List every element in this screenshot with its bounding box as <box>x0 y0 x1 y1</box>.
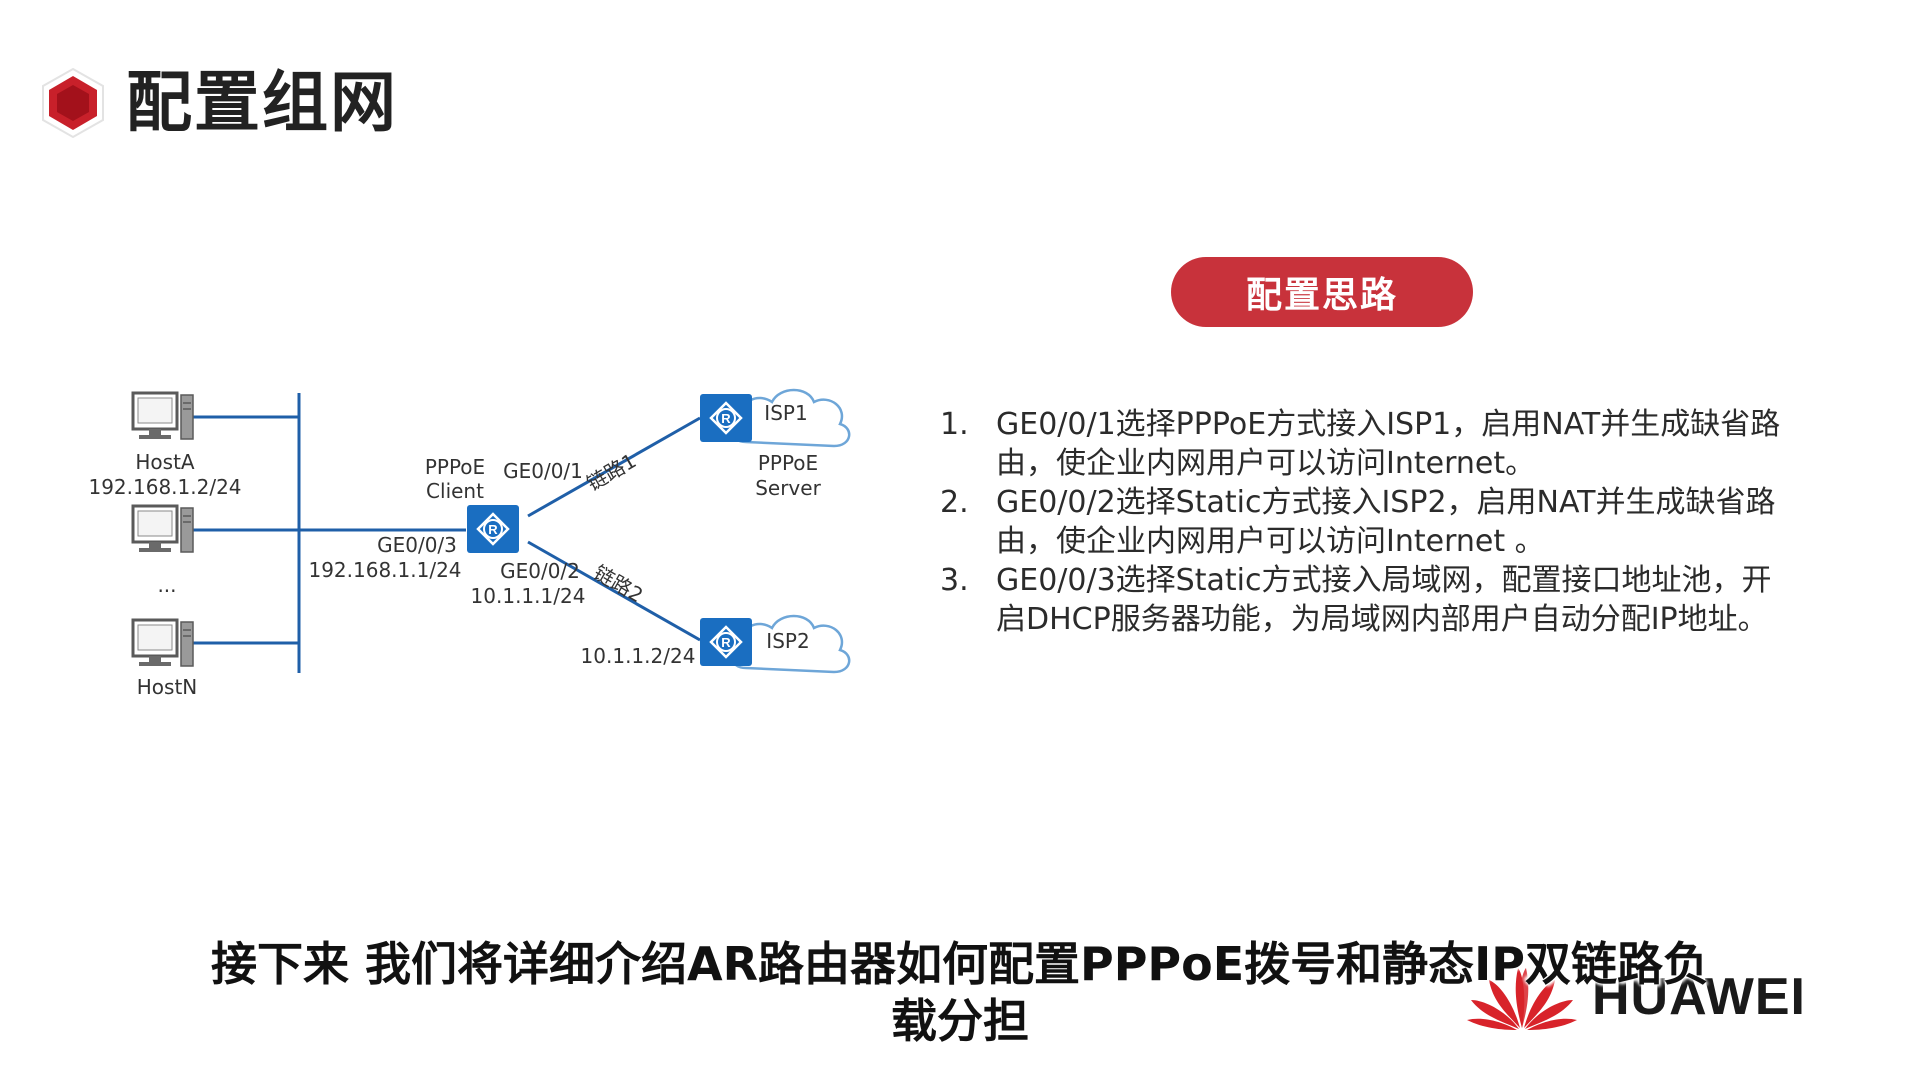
huawei-logo-icon <box>1467 968 1577 1030</box>
host-ellipsis: ... <box>157 573 176 597</box>
huawei-brand: HUAWEI <box>1465 962 1806 1032</box>
step-number: 2. <box>940 485 969 520</box>
config-step-3: 3. GE0/0/3选择Static方式接入局域网，配置接口地址池，开 启DHC… <box>940 561 1840 639</box>
config-step-2: 2. GE0/0/2选择Static方式接入ISP2，启用NAT并生成缺省路 由… <box>940 483 1840 561</box>
host-a-label: HostA <box>135 450 195 474</box>
isp2-ip-label: 10.1.1.2/24 <box>581 644 696 668</box>
config-steps-list: 1. GE0/0/1选择PPPoE方式接入ISP1，启用NAT并生成缺省路 由，… <box>940 405 1840 639</box>
link1-line <box>527 416 701 518</box>
host-a-computer-icon <box>131 391 195 441</box>
isp2-label: ISP2 <box>766 629 809 653</box>
host-n-computer-icon <box>131 618 195 668</box>
host-n-label: HostN <box>137 675 198 699</box>
step-number: 3. <box>940 563 969 598</box>
pppoe-server-label-1: PPPoE <box>758 451 818 475</box>
step-text-line: GE0/0/3选择Static方式接入局域网，配置接口地址池，开 <box>996 563 1772 598</box>
link2-line <box>527 540 701 642</box>
ge003-label: GE0/0/3 <box>377 533 457 557</box>
red-hexagon-icon <box>42 67 104 139</box>
page-title: 配置组网 <box>126 64 398 141</box>
ge001-label: GE0/0/1 <box>503 459 583 483</box>
ge003-ip-label: 192.168.1.1/24 <box>308 558 461 582</box>
video-subtitle-line-2: 载分担 <box>891 994 1029 1048</box>
host-computer-icon <box>131 504 195 554</box>
ge002-ip-label: 10.1.1.1/24 <box>471 584 586 608</box>
ge002-label: GE0/0/2 <box>500 559 580 583</box>
step-text-line: 由，使企业内网用户可以访问Internet。 <box>996 446 1536 481</box>
page-header: 配置组网 <box>40 58 398 148</box>
isp2-router-icon <box>698 616 754 668</box>
huawei-wordmark: HUAWEI <box>1592 968 1806 1026</box>
pppoe-client-label-1: PPPoE <box>425 455 485 479</box>
isp1-label: ISP1 <box>764 401 807 425</box>
step-text-line: GE0/0/1选择PPPoE方式接入ISP1，启用NAT并生成缺省路 <box>996 407 1781 442</box>
step-text-line: 由，使企业内网用户可以访问Internet 。 <box>996 524 1545 559</box>
video-subtitle-line-1: 接下来 我们将详细介绍AR路由器如何配置PPPoE拨号和静态IP双链路负 <box>210 937 1710 991</box>
step-text-line: 启DHCP服务器功能，为局域网内部用户自动分配IP地址。 <box>996 602 1768 637</box>
pppoe-server-label-2: Server <box>755 476 821 500</box>
pppoe-client-label-2: Client <box>426 479 484 503</box>
client-router-icon <box>465 503 521 555</box>
step-text-line: GE0/0/2选择Static方式接入ISP2，启用NAT并生成缺省路 <box>996 485 1776 520</box>
config-step-1: 1. GE0/0/1选择PPPoE方式接入ISP1，启用NAT并生成缺省路 由，… <box>940 405 1840 483</box>
link2-label: 链路2 <box>590 560 648 607</box>
link1-label: 链路1 <box>583 448 641 495</box>
config-idea-badge: 配置思路 <box>1171 257 1473 327</box>
host-a-ip-label: 192.168.1.2/24 <box>88 475 241 499</box>
isp1-router-icon <box>698 392 754 444</box>
step-number: 1. <box>940 407 969 442</box>
